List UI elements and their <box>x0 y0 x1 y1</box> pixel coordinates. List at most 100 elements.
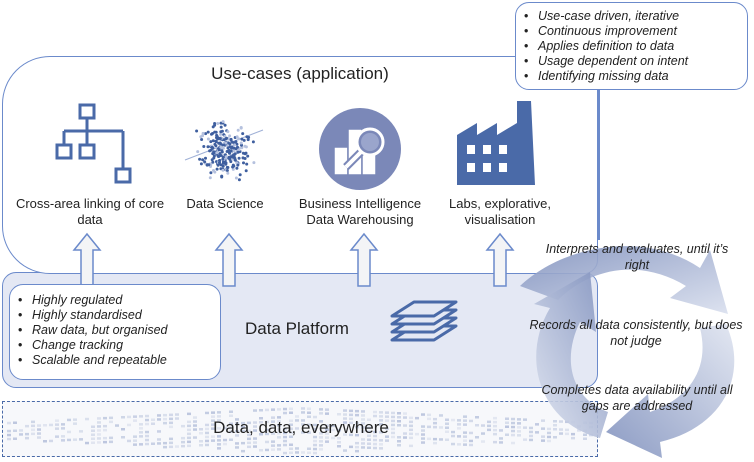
data-cell <box>325 424 329 427</box>
data-cell <box>175 413 179 416</box>
data-cell <box>385 439 389 442</box>
data-cell <box>283 407 287 411</box>
data-cell <box>415 416 419 420</box>
data-cell <box>355 433 359 437</box>
data-cell <box>541 427 545 430</box>
data-cell <box>361 410 365 413</box>
scatter-point <box>227 156 231 160</box>
scatter-point <box>233 143 237 147</box>
data-cell <box>157 430 161 433</box>
scatter-point <box>201 131 205 135</box>
use-case-label-labs: Labs, explorative, visualisation <box>440 196 560 228</box>
data-cell <box>409 424 413 428</box>
scatter-point <box>226 141 230 145</box>
data-cell <box>319 440 323 443</box>
data-cell <box>37 428 41 431</box>
data-cell <box>157 438 161 441</box>
data-cell <box>487 424 491 428</box>
data-cell <box>241 421 245 425</box>
data-cell <box>25 424 29 428</box>
data-cell <box>337 429 341 432</box>
data-cell <box>457 443 461 446</box>
data-cell <box>301 419 305 422</box>
data-cell <box>469 431 473 435</box>
data-cell <box>421 413 425 416</box>
scatter-point <box>203 160 207 164</box>
scatter-point <box>217 148 221 152</box>
data-cell <box>325 440 329 443</box>
data-cell <box>97 429 101 432</box>
data-cell <box>541 435 545 438</box>
data-cell <box>391 415 395 419</box>
label-line: data <box>77 212 103 227</box>
scatter-point <box>219 121 223 125</box>
data-cell <box>253 429 257 432</box>
data-cell <box>199 428 203 431</box>
data-cell <box>505 417 509 420</box>
data-cell <box>301 407 305 410</box>
data-cell <box>451 434 455 438</box>
data-cell <box>307 411 311 414</box>
data-cell <box>319 436 323 439</box>
data-cell <box>229 438 233 441</box>
data-cell <box>109 420 113 424</box>
data-cell <box>391 435 395 439</box>
data-cell <box>289 419 293 422</box>
scatter-point <box>235 166 239 170</box>
data-cell <box>73 422 77 425</box>
scatter-point <box>236 163 240 167</box>
data-cell <box>397 416 401 419</box>
data-cell <box>577 429 581 432</box>
data-cell <box>403 432 407 435</box>
data-cell <box>463 415 467 418</box>
data-cell <box>265 428 269 432</box>
data-cell <box>367 434 371 437</box>
data-cell <box>361 414 365 417</box>
scatter-point <box>218 161 221 165</box>
data-cell <box>145 434 149 438</box>
data-cell <box>319 408 323 411</box>
scatter-point <box>236 150 240 154</box>
data-cell <box>433 437 437 441</box>
scatter-point <box>217 141 221 145</box>
data-cell <box>199 440 203 443</box>
data-cell <box>169 437 173 441</box>
data-cell <box>337 437 341 440</box>
data-cell <box>193 436 197 439</box>
use-case-label-bi: Business Intelligence Data Warehousing <box>290 196 430 228</box>
scatter-point <box>226 130 230 134</box>
data-cell <box>355 441 359 445</box>
scatter-point <box>219 145 223 149</box>
data-cell <box>445 438 449 441</box>
data-cell <box>127 415 131 419</box>
data-cell <box>559 432 563 435</box>
data-cell <box>169 445 173 449</box>
scatter-point <box>231 167 235 171</box>
data-cell <box>61 423 65 426</box>
data-cell <box>325 412 329 415</box>
cycle-arrow-left <box>534 272 608 438</box>
data-cell <box>109 436 113 440</box>
scatter-point <box>247 135 251 139</box>
data-cell <box>223 426 227 430</box>
scatter-point <box>211 132 214 135</box>
data-cell <box>493 424 497 428</box>
data-cell <box>295 451 299 454</box>
data-cell <box>397 412 401 415</box>
data-cell <box>43 424 47 427</box>
data-cell <box>163 445 167 449</box>
data-cell <box>205 443 209 447</box>
data-cell <box>79 430 83 433</box>
data-cell <box>253 421 257 424</box>
data-cell <box>55 423 59 426</box>
scatter-point <box>224 162 228 166</box>
cycle-text-line: Completes data availability until all <box>541 383 733 397</box>
scatter-point <box>212 169 215 172</box>
data-cell <box>451 442 455 446</box>
scatter-point <box>221 164 225 168</box>
data-cell <box>187 444 191 448</box>
data-cell <box>259 433 263 436</box>
up-arrow-icon <box>349 232 379 287</box>
data-cell <box>385 435 389 438</box>
label-line: visualisation <box>464 212 536 227</box>
